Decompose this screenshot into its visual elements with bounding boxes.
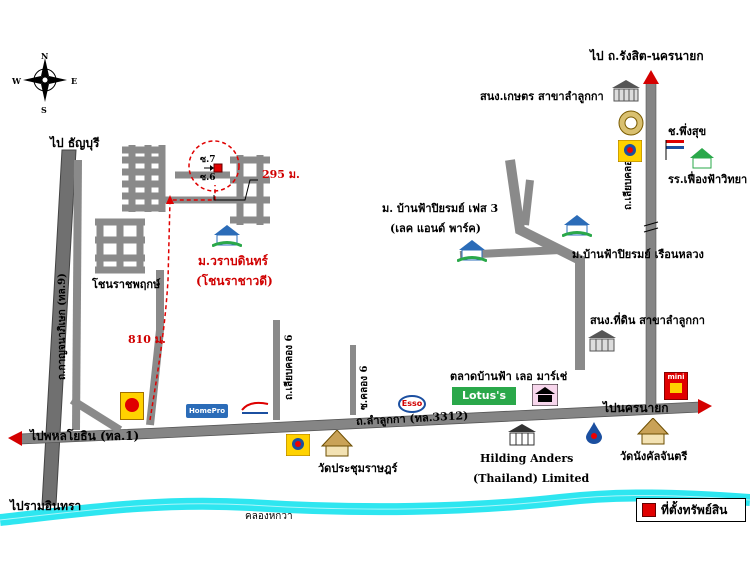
label-dist-295: 295 ม. bbox=[262, 168, 300, 181]
label-khlong-hok-wa: คลองหกวา bbox=[245, 511, 293, 522]
road-khlong7 bbox=[645, 81, 657, 409]
label-soi6: ซ.6 bbox=[200, 173, 216, 183]
village-house-icon bbox=[212, 225, 242, 247]
school-building-icon bbox=[690, 148, 714, 169]
label-warabarin-2: (โชนราชาวดี) bbox=[196, 274, 273, 288]
minimart-label: mini bbox=[667, 373, 685, 381]
road-khlong6 bbox=[273, 320, 280, 420]
label-road-khlong6: ถ.เลียบคลอง 6 bbox=[284, 334, 295, 400]
road-to-thanyaburi bbox=[72, 160, 82, 430]
label-to-phahonyothin: ไปพหลโยธิน (ทล.1) bbox=[30, 429, 140, 443]
temple-icon bbox=[320, 430, 354, 457]
label-wat-nangkhan: วัดนังคัลจันตรี bbox=[620, 450, 688, 463]
esso-logo: Esso bbox=[398, 395, 426, 413]
label-soi7: ซ.7 bbox=[200, 155, 216, 165]
arrow-left-phahonyothin bbox=[8, 431, 22, 446]
homepro-logo: HomePro bbox=[186, 404, 228, 418]
road-soi-khlong6 bbox=[350, 345, 356, 415]
arrow-right-nakhonnayok bbox=[698, 399, 712, 414]
school-emblem-icon bbox=[618, 110, 644, 136]
ptt-drop-icon bbox=[586, 422, 602, 444]
property-circle bbox=[188, 140, 240, 192]
thai-post-icon bbox=[241, 401, 269, 414]
label-soi-phungsuk: ช.พึ่งสุข bbox=[668, 125, 707, 138]
compass-e: E bbox=[71, 76, 78, 86]
temple-nangkhan-icon bbox=[636, 418, 670, 445]
convenience-store-icon bbox=[120, 392, 144, 420]
label-soi-khlong6: ซ.คลอง 6 bbox=[359, 365, 370, 410]
label-ruanluang: ม.บ้านฟ้าปิยรมย์ เรือนหลวง bbox=[572, 248, 704, 261]
ptt-icon bbox=[286, 434, 310, 456]
village-ruanluang-icon bbox=[562, 215, 592, 237]
road-kanchanaphisek bbox=[41, 149, 77, 506]
compass-w: W bbox=[12, 76, 21, 86]
label-phase3-1: ม. บ้านฟ้าปิยรมย์ เฟส 3 bbox=[382, 202, 499, 215]
compass-s: S bbox=[41, 105, 47, 115]
market-icon bbox=[532, 384, 558, 406]
label-to-thanyaburi: ไป ธัญบุรี bbox=[50, 136, 100, 150]
label-to-nakhonnayok: ไปนครนายก bbox=[603, 401, 669, 415]
village-grid bbox=[95, 145, 270, 274]
label-hilding-2: (Thailand) Limited bbox=[473, 472, 590, 485]
ptt-station-icon bbox=[618, 140, 642, 162]
lotus-logo: Lotus's bbox=[452, 387, 516, 405]
label-road-kanchanaphisek: ถ.กาญจนาภิเษก (ทล.9) bbox=[57, 273, 68, 380]
label-to-ramintra: ไปรามอินทรา bbox=[10, 499, 82, 513]
label-dist-810: 810 ม. bbox=[128, 333, 166, 346]
label-school: รร.เฟื่องฟ้าวิทยา bbox=[668, 173, 748, 186]
factory-icon bbox=[508, 424, 536, 446]
legend-marker-icon bbox=[642, 503, 656, 517]
label-warabarin-1: ม.วราบดินทร์ bbox=[198, 254, 268, 268]
legend-box: ที่ตั้งทรัพย์สิน bbox=[636, 498, 746, 522]
label-land-office: สนง.ที่ดิน สาขาลำลูกกา bbox=[590, 314, 705, 327]
land-office-icon bbox=[588, 330, 616, 352]
label-talad: ตลาดบ้านฟ้า เลอ มาร์เช่ bbox=[450, 370, 568, 383]
bank-icon bbox=[612, 80, 640, 102]
flag-school-icon bbox=[665, 140, 684, 160]
village-phase3-icon bbox=[457, 240, 487, 262]
label-chon-ratchaphruk: โชนราชพฤกษ์ bbox=[92, 278, 161, 291]
label-wat-prachum: วัดประชุมราษฎร์ bbox=[318, 462, 398, 475]
label-to-rangsit: ไป ถ.รังสิต-นครนายก bbox=[590, 49, 704, 63]
label-hilding-1: Hilding Anders bbox=[480, 452, 574, 465]
legend-label: ที่ตั้งทรัพย์สิน bbox=[661, 502, 728, 517]
road-village-phase3 bbox=[505, 159, 585, 370]
label-bank-kaset: สนง.เกษตร สาขาลำลูกกา bbox=[480, 90, 604, 103]
compass-rose bbox=[23, 58, 67, 102]
route-dashed bbox=[149, 185, 216, 421]
compass-n: N bbox=[41, 51, 49, 61]
arrow-up-rangsit bbox=[643, 70, 659, 84]
label-phase3-2: (เลค แอนด์ พาร์ค) bbox=[390, 222, 481, 235]
minimart-icon: mini bbox=[664, 372, 688, 400]
